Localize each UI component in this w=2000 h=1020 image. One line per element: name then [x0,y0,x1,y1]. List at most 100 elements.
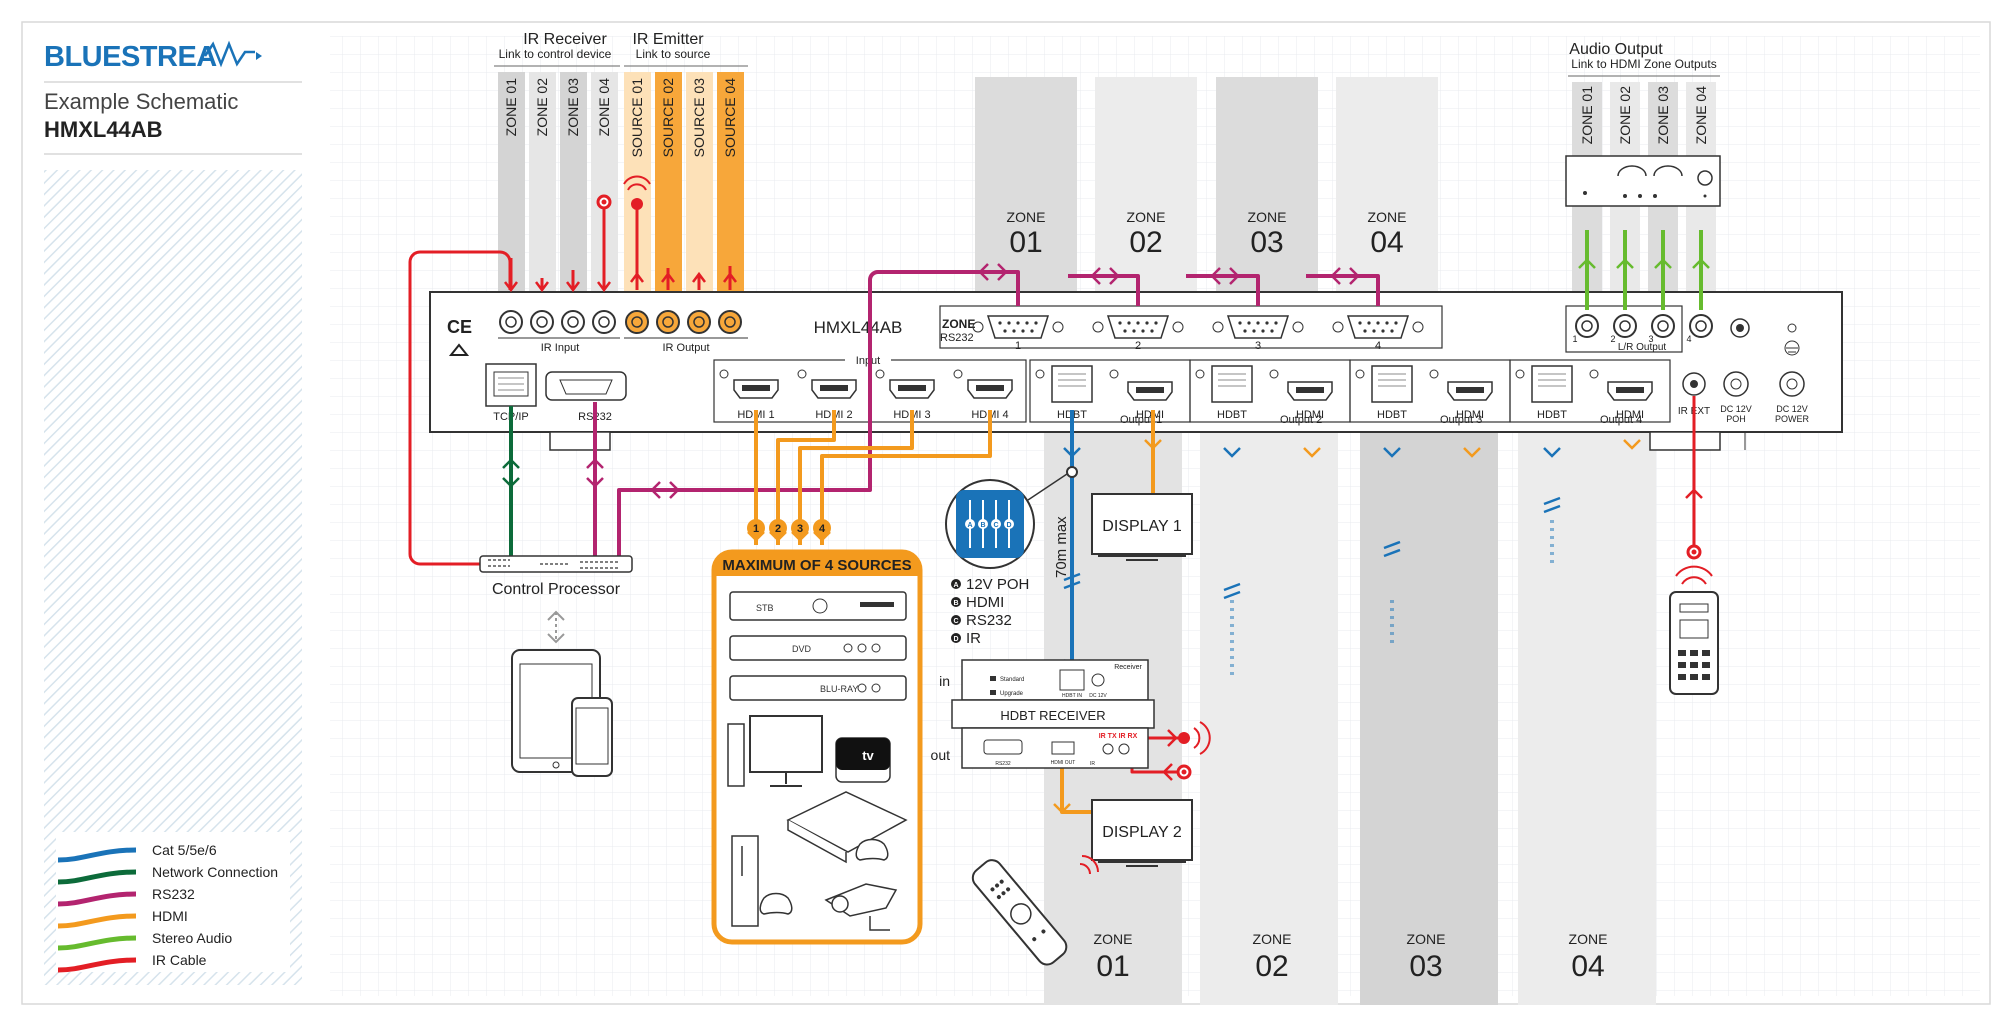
hdbt-receiver: in out Receiver Standard Upgrade HDBT IN… [931,659,1155,769]
db9-port [986,315,1050,339]
tablet-phone-icon [511,649,613,777]
rs232-port [545,371,627,401]
bottom-zone-number: 01 [1096,950,1129,983]
svg-text:RS232: RS232 [995,761,1011,767]
hdbt-rj45-port [1531,365,1573,403]
remote-control-icon [971,855,1099,966]
svg-text:B: B [980,522,985,529]
legend-label: Cat 5/5e/6 [152,842,217,858]
legend-label: RS232 [152,886,195,902]
source-number-badge [813,519,831,537]
ir-receiver-subtitle: Link to control device [499,47,612,61]
ir-emitter-source-label: SOURCE 04 [722,78,738,158]
audio-zone-label: ZONE 02 [1617,86,1633,145]
svg-text:1: 1 [753,523,759,535]
ir-jack [718,310,742,334]
svg-text:A: A [953,582,958,589]
output-label: Output 1 [1120,414,1162,426]
svg-text:DC 12V: DC 12V [1089,693,1107,699]
ir-emitter-title: IR Emitter [632,31,704,48]
hdbt-legend-item: RS232 [966,612,1012,629]
legend-label: Stereo Audio [152,930,232,946]
ir-jack [499,310,523,334]
distance-label: 70m max [1053,516,1070,578]
svg-text:HDBT IN: HDBT IN [1062,693,1082,699]
top-zone-number: 03 [1250,226,1283,259]
svg-text:STB: STB [756,603,774,613]
output-label: Output 3 [1440,414,1482,426]
svg-text:BLU-RAY: BLU-RAY [820,684,858,694]
dvd-device-icon [729,635,907,661]
logo-wave-icon [203,40,255,68]
audio-output-number: 3 [1648,334,1653,344]
svg-text:HDMI OUT: HDMI OUT [1051,760,1076,766]
top-zone-number: 01 [1009,226,1042,259]
ir-receiver-zone-label: ZONE 03 [565,78,581,137]
hdbt-legend-item: HDMI [966,594,1004,611]
dc-poh-label: DC 12V [1720,404,1752,414]
audio-zone-label: ZONE 03 [1655,86,1671,145]
legend-line-3 [57,913,137,929]
svg-text:4: 4 [819,523,826,535]
legend-line-1 [57,869,137,885]
ir-receiver-zone-label: ZONE 01 [503,78,519,137]
cable-arrows [502,258,1710,814]
output-label: Output 4 [1600,414,1642,426]
ir-jack [656,310,680,334]
display-1-label: DISPLAY 1 [1102,518,1182,535]
audio-output-jack [1613,314,1637,338]
legend-line-0 [57,847,137,863]
display-2-label: DISPLAY 2 [1102,824,1182,841]
ir-emitter-source-label: SOURCE 02 [660,78,676,158]
remote-control-icon-2 [1669,565,1719,695]
legend-label: IR Cable [152,952,207,968]
display-2: DISPLAY 2 [1091,799,1193,867]
bottom-zone-label: ZONE [1094,931,1133,947]
bottom-zone-number: 02 [1255,950,1288,983]
hdbt-rj45-port [1371,365,1413,403]
control-processor: Control Processor [479,555,633,644]
top-zone-label: ZONE [1248,209,1287,225]
legend-label: HDMI [152,908,188,924]
legend-line-4 [57,935,137,951]
brand-logo: BLUESTREA [44,41,217,73]
matrix-model-label: HMXL44AB [814,318,903,337]
svg-text:C: C [953,618,958,625]
audio-output-subtitle: Link to HDMI Zone Outputs [1571,57,1716,71]
audio-output-jack [1651,314,1675,338]
ir-jack [625,310,649,334]
bottom-zone-label: ZONE [1569,931,1608,947]
db9-port [1106,315,1170,339]
sidebar-subtitle: Example Schematic [44,89,238,114]
control-processor-label: Control Processor [492,581,621,598]
audio-output-title: Audio Output [1569,41,1663,58]
display-1: DISPLAY 1 [1091,493,1193,561]
svg-text:IR: IR [1090,761,1095,767]
svg-text:2: 2 [775,523,781,535]
svg-text:D: D [1006,522,1011,529]
output-label: Output 2 [1280,414,1322,426]
zone-port-number: 3 [1255,340,1261,352]
audio-output-number: 1 [1572,334,1577,344]
top-zone-label: ZONE [1368,209,1407,225]
zone-port-number: 4 [1375,340,1381,352]
db9-port [1226,315,1290,339]
dc-power-label: DC 12V [1776,404,1808,414]
ir-input-label: IR Input [541,342,580,354]
svg-text:Receiver: Receiver [1114,664,1142,671]
db9-port [1346,315,1410,339]
ir-jack [530,310,554,334]
source-number-badge [791,519,809,537]
ir-jack [592,310,616,334]
audio-zone-label: ZONE 04 [1693,86,1709,145]
apple-tv-icon: tv [835,737,891,783]
hdbt-output-group [1509,359,1671,423]
legend-line-5 [57,957,137,973]
svg-text:3: 3 [797,523,803,535]
bottom-zone-label: ZONE [1407,931,1446,947]
audio-zone-label: ZONE 01 [1579,86,1595,145]
svg-text:IR TX IR RX: IR TX IR RX [1099,733,1138,740]
svg-text:C: C [993,522,998,529]
ir-receiver-zone-label: ZONE 04 [596,78,612,137]
